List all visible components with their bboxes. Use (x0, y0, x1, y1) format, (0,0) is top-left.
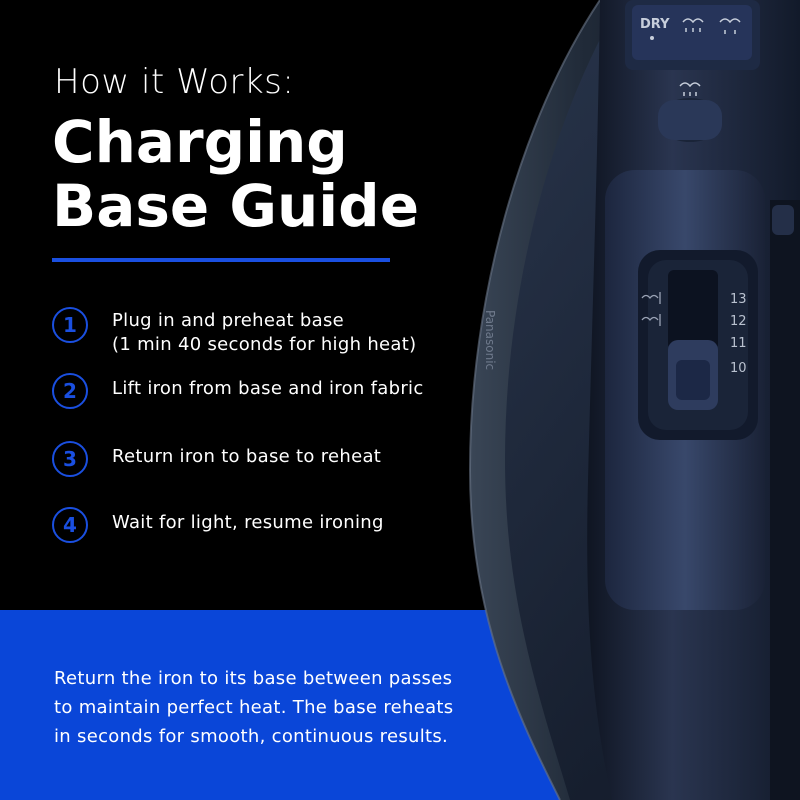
steam-button-icon (679, 82, 701, 96)
step-text: Return iron to base to reheat (112, 446, 382, 467)
title-divider (52, 258, 390, 262)
brand-text: Panasonic (483, 310, 497, 370)
title-line-1: Charging (52, 108, 348, 176)
scale-mark-12: 12 (730, 314, 747, 329)
steam-level-icon (641, 292, 661, 326)
page-title: Charging Base Guide (52, 110, 472, 238)
step-text: Plug in and preheat base (1 min 40 secon… (112, 309, 416, 357)
page-subtitle: How it Works: (54, 62, 295, 102)
spray-icon (719, 18, 741, 34)
step-text: Wait for light, resume ironing (112, 512, 384, 533)
footer-line-2: to maintain perfect heat. The base rehea… (54, 697, 454, 718)
scale-mark-11: 11 (730, 336, 747, 351)
footer-line-1: Return the iron to its base between pass… (54, 668, 453, 689)
footer-line-3: in seconds for smooth, continuous result… (54, 726, 449, 747)
scale-mark-13: 13 (730, 292, 747, 307)
dry-label: DRY (640, 17, 670, 32)
step-text-line-1: Plug in and preheat base (112, 310, 345, 331)
step-text-line-2: (1 min 40 seconds for high heat) (112, 334, 417, 355)
dry-icon (650, 36, 654, 40)
steam-icon (682, 18, 704, 32)
title-line-2: Base Guide (52, 172, 420, 240)
step-number-badge: 3 (52, 441, 88, 477)
scale-mark-10: 10 (730, 361, 747, 376)
footer-description: Return the iron to its base between pass… (54, 664, 474, 751)
step-number-badge: 1 (52, 307, 88, 343)
step-text: Lift iron from base and iron fabric (112, 378, 424, 399)
step-number-badge: 2 (52, 373, 88, 409)
step-number-badge: 4 (52, 507, 88, 543)
